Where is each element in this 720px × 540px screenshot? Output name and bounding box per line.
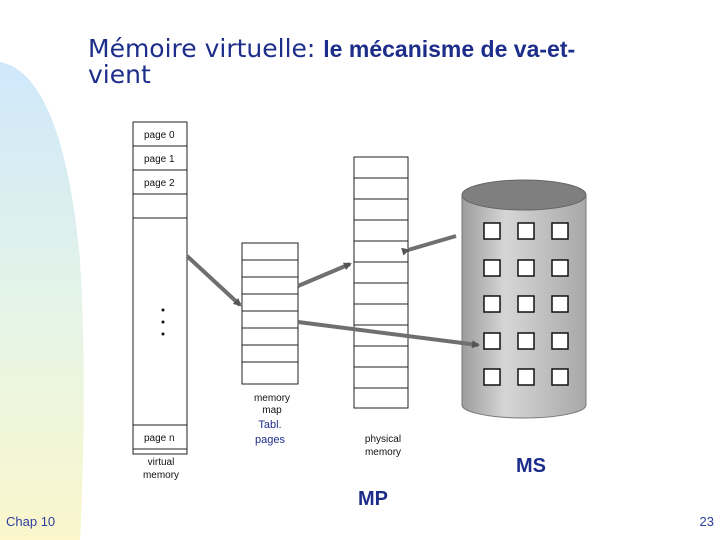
physical-frame xyxy=(354,346,408,367)
footer-chapter: Chap 10 xyxy=(6,514,55,529)
disk-block xyxy=(552,223,568,239)
memory-map-entry xyxy=(242,311,298,328)
virtual-memory-column: page 0 page 1 page 2 page n virtual memo… xyxy=(133,122,187,481)
physical-frame xyxy=(354,157,408,178)
page-table-annotation-1: Tabl. xyxy=(258,419,281,431)
memory-map-entry xyxy=(242,328,298,345)
memory-map-entry xyxy=(242,277,298,294)
virtual-page-1-label: page 1 xyxy=(144,154,175,165)
disk-block xyxy=(484,260,500,276)
disk-block xyxy=(518,369,534,385)
footer-page-number: 23 xyxy=(680,514,714,529)
mapping-arrows xyxy=(187,236,478,345)
memory-map-entry xyxy=(242,243,298,260)
page-table-annotation-2: pages xyxy=(255,434,285,446)
memory-map-column: memory map Tabl. pages xyxy=(242,243,298,446)
memory-map-label-1: memory xyxy=(254,393,290,404)
disk-block xyxy=(518,296,534,312)
arrow-virtual-to-map xyxy=(187,256,240,305)
disk-block xyxy=(484,296,500,312)
memory-map-entry xyxy=(242,345,298,362)
physical-frame xyxy=(354,178,408,199)
disk-block xyxy=(552,333,568,349)
physical-memory-label-1: physical xyxy=(365,434,401,445)
physical-frame xyxy=(354,367,408,388)
physical-frame xyxy=(354,241,408,262)
secondary-storage-caption: MS xyxy=(516,455,546,477)
physical-frame xyxy=(354,304,408,325)
physical-memory-label-2: memory xyxy=(365,447,401,458)
disk-block xyxy=(552,296,568,312)
ellipsis-dot-2 xyxy=(162,321,165,324)
ellipsis-dot-3 xyxy=(162,333,165,336)
disk-block xyxy=(484,223,500,239)
memory-map-entry xyxy=(242,362,298,384)
virtual-memory-label-2: memory xyxy=(143,470,179,481)
memory-map-entry xyxy=(242,294,298,311)
disk-cylinder: MS xyxy=(462,180,586,477)
disk-block xyxy=(484,369,500,385)
disk-cylinder-top xyxy=(462,180,586,210)
memory-map-entry xyxy=(242,260,298,277)
physical-frame xyxy=(354,283,408,304)
physical-memory-caption: MP xyxy=(358,488,388,510)
memory-map-label-2: map xyxy=(262,405,282,416)
arrow-map-to-physical xyxy=(298,264,350,286)
virtual-page-n-label: page n xyxy=(144,433,175,444)
physical-frame xyxy=(354,388,408,408)
physical-frame xyxy=(354,199,408,220)
virtual-memory-label-1: virtual xyxy=(148,457,175,468)
arrow-disk-physical-swap xyxy=(408,236,456,250)
disk-block xyxy=(518,260,534,276)
physical-frame xyxy=(354,220,408,241)
virtual-page-0-label: page 0 xyxy=(144,130,175,141)
physical-frame xyxy=(354,262,408,283)
virtual-page-2-label: page 2 xyxy=(144,178,175,189)
disk-block xyxy=(552,369,568,385)
ellipsis-dot-1 xyxy=(162,309,165,312)
disk-block xyxy=(518,333,534,349)
disk-block xyxy=(518,223,534,239)
disk-block xyxy=(484,333,500,349)
disk-block xyxy=(552,260,568,276)
virtual-page-3-cell xyxy=(133,194,187,218)
